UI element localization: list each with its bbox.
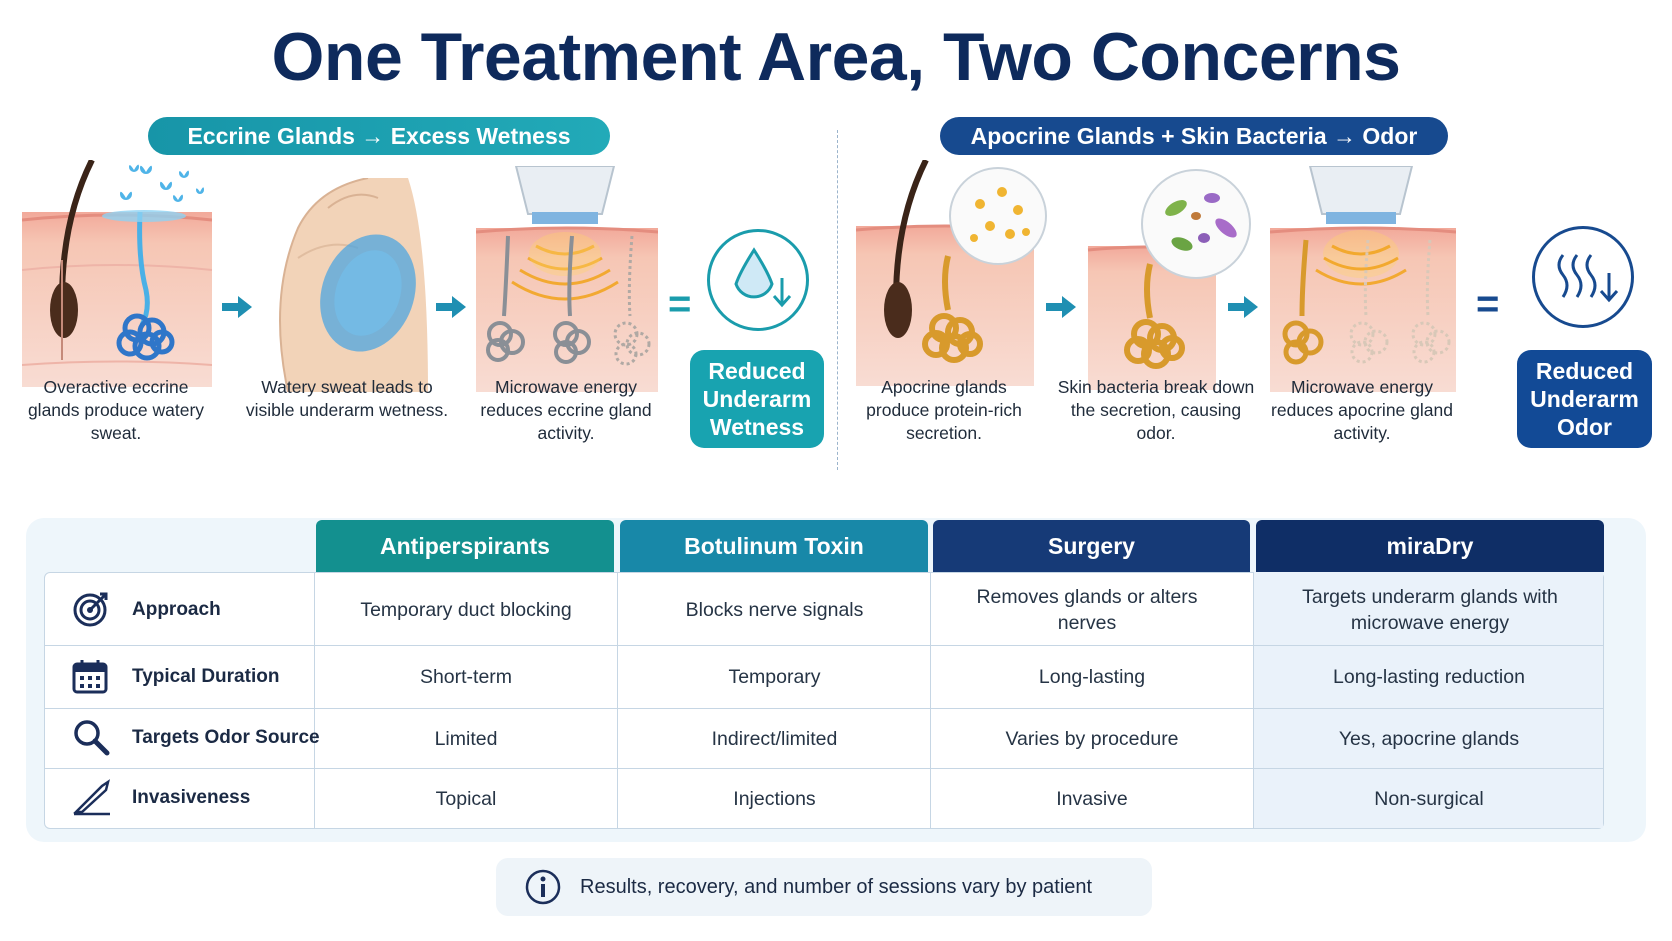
droplet-icon [707, 229, 809, 331]
cell-odor-miradry: Yes, apocrine glands [1338, 727, 1520, 750]
miradry-column-highlight [1254, 572, 1603, 828]
equals-icon: = [668, 282, 692, 326]
caption-apocrine-3: Microwave energy reduces apocrine gland … [1271, 377, 1453, 443]
microwave-apocrine-illustration [1270, 166, 1456, 392]
magnifier-icon [74, 720, 110, 756]
row-label-typical-duration: Typical Duration [132, 666, 280, 687]
column-divider [930, 572, 931, 829]
odor-waves-icon [1532, 226, 1634, 328]
cell-invasiveness-botox: Injections [733, 787, 816, 810]
scalpel-icon [72, 779, 110, 816]
arrow-right-icon [436, 296, 466, 318]
column-header-surgery: Surgery [933, 520, 1250, 572]
skin-bacteria-illustration [1087, 169, 1251, 390]
cell-duration-botox: Temporary [728, 666, 821, 688]
cell-duration-surgery: Long-lasting [1038, 666, 1146, 688]
cell-odor-botox: Indirect/limited [711, 727, 838, 750]
row-label-invasiveness: Invasiveness [132, 787, 251, 808]
page-title: One Treatment Area, Two Concerns [271, 19, 1401, 95]
row-divider [44, 768, 1604, 769]
equals-icon: = [1476, 282, 1500, 326]
cell-invasiveness-miradry: Non-surgical [1374, 787, 1484, 810]
apocrine-header: Apocrine Glands + Skin Bacteria → Odor [940, 117, 1448, 155]
underarm-wetness-illustration [279, 178, 428, 392]
calendar-icon [72, 660, 108, 694]
apocrine-gland-illustration [856, 160, 1047, 386]
cell-invasiveness-surgery: Invasive [1056, 787, 1128, 810]
cell-odor-surgery: Varies by procedure [1005, 727, 1179, 750]
row-divider [44, 708, 1604, 709]
row-label-targets-odor-source: Targets Odor Source [132, 727, 320, 748]
microwave-eccrine-illustration [476, 166, 658, 392]
caption-eccrine-1: Overactive eccrine glands produce watery… [27, 377, 205, 443]
arrow-right-icon [222, 296, 252, 318]
eccrine-gland-illustration [22, 160, 212, 387]
cell-invasiveness-antiperspirants: Topical [435, 787, 497, 810]
cell-approach-antiperspirants: Temporary duct blocking [360, 598, 572, 621]
caption-eccrine-3: Microwave energy reduces eccrine gland a… [480, 377, 652, 443]
caption-eccrine-2: Watery sweat leads to visible underarm w… [245, 377, 449, 420]
column-divider [1253, 572, 1254, 829]
cell-duration-miradry: Long-lasting reduction [1333, 666, 1525, 688]
row-label-approach: Approach [132, 599, 221, 620]
arrow-right-icon [1046, 296, 1076, 318]
column-header-botulinum-toxin: Botulinum Toxin [620, 520, 928, 572]
arrow-right-icon [1228, 296, 1258, 318]
cell-odor-antiperspirants: Limited [434, 727, 498, 750]
caption-apocrine-2: Skin bacteria break down the secretion, … [1057, 377, 1255, 443]
row-divider [44, 645, 1604, 646]
column-divider [314, 572, 315, 829]
cell-approach-botox: Blocks nerve signals [685, 598, 864, 621]
column-divider [617, 572, 618, 829]
disclaimer-text: Results, recovery, and number of session… [580, 875, 1093, 898]
column-header-miradry: miraDry [1256, 520, 1604, 572]
result-reduced-wetness: Reduced Underarm Wetness [690, 350, 824, 448]
target-icon [73, 592, 108, 627]
disclaimer-note: Results, recovery, and number of session… [496, 858, 1152, 916]
caption-apocrine-1: Apocrine glands produce protein-rich sec… [866, 377, 1022, 443]
section-divider [837, 130, 838, 470]
cell-approach-surgery: Removes glands or alters nerves [976, 585, 1198, 634]
result-reduced-odor: Reduced Underarm Odor [1517, 350, 1652, 448]
column-header-antiperspirants: Antiperspirants [316, 520, 614, 572]
cell-approach-miradry: Targets underarm glands with microwave e… [1302, 585, 1558, 634]
info-icon [525, 869, 561, 905]
eccrine-header: Eccrine Glands → Excess Wetness [148, 117, 610, 155]
cell-duration-antiperspirants: Short-term [419, 666, 513, 688]
